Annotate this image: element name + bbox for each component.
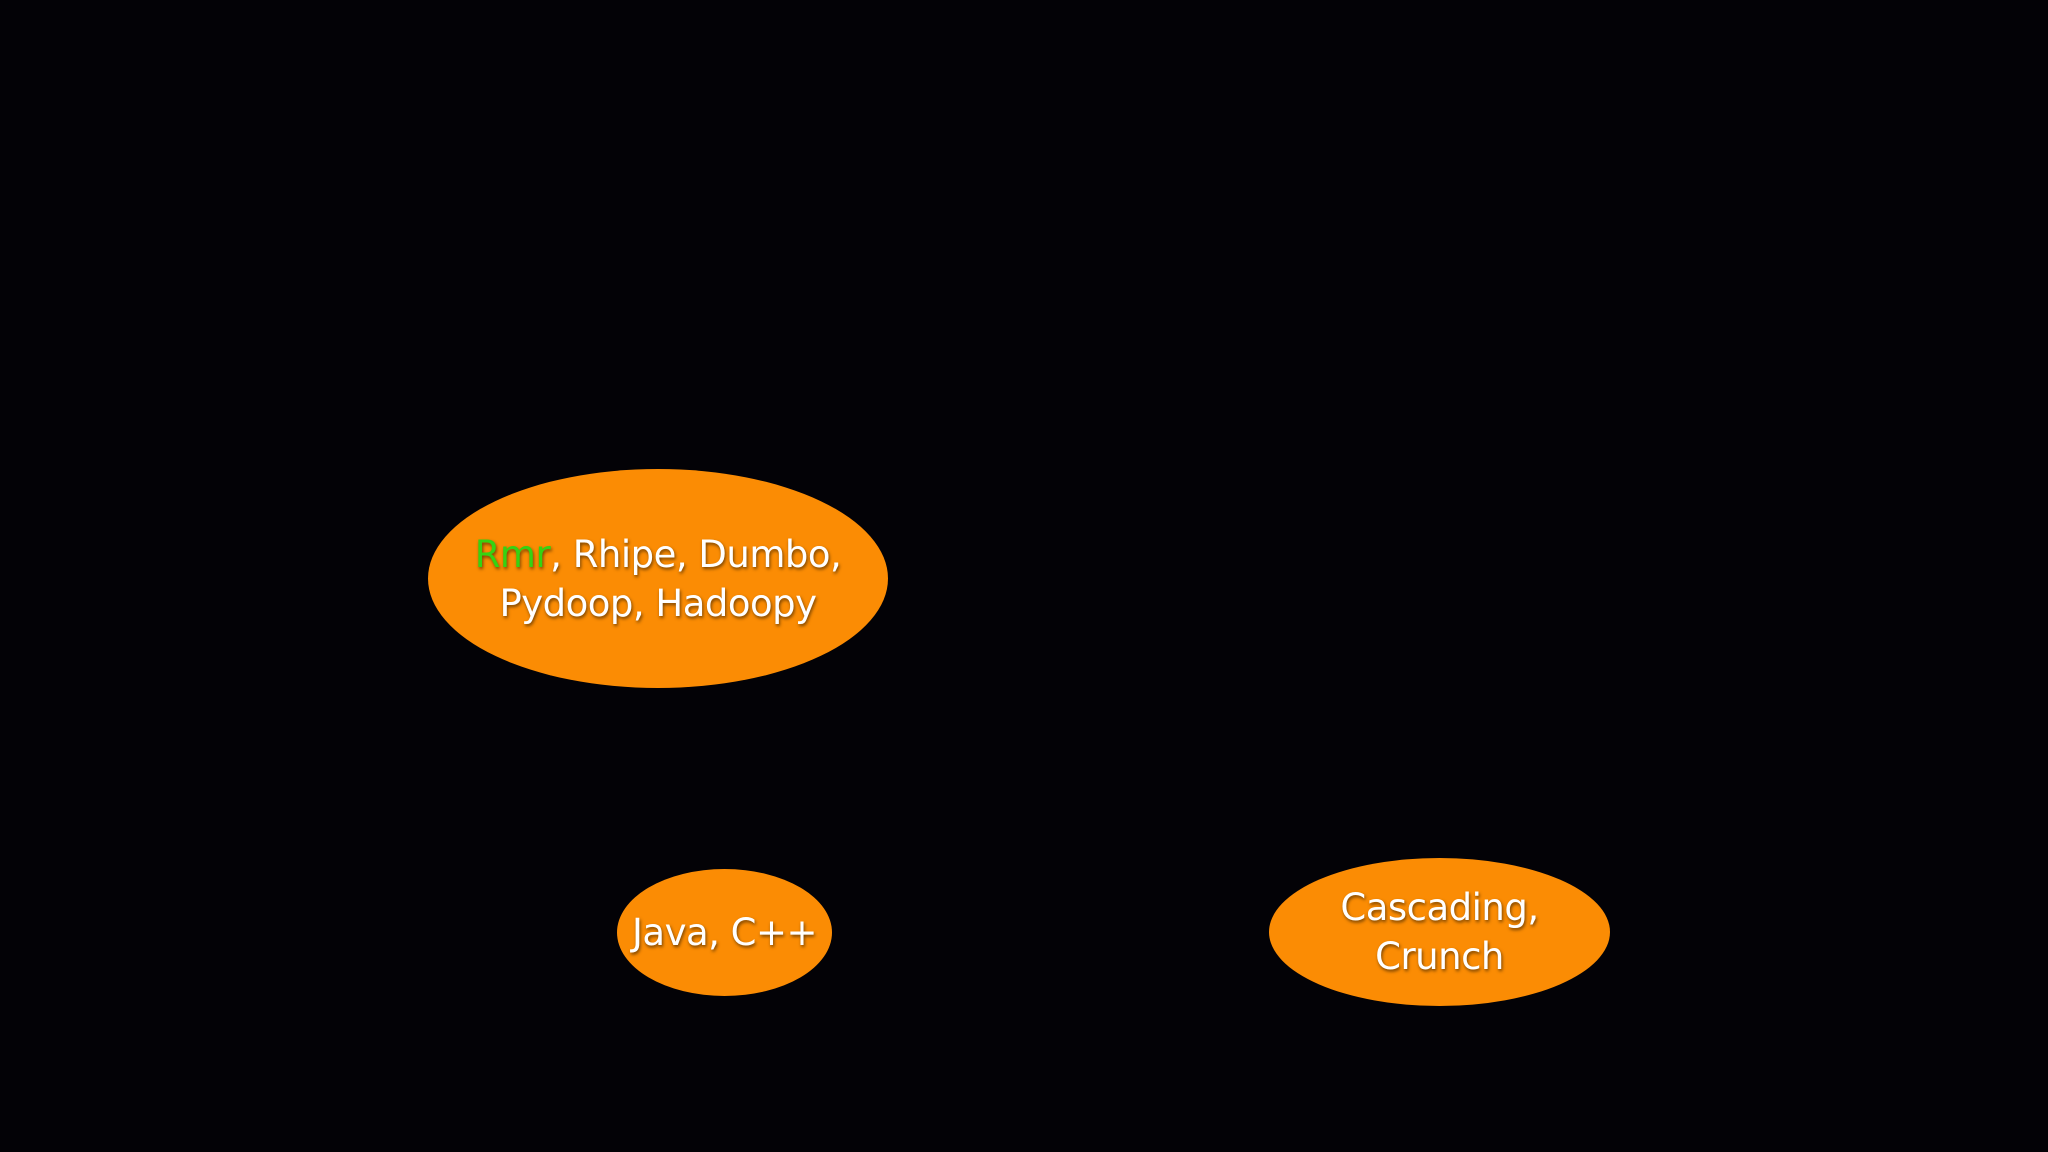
rmr-highlight: Rmr bbox=[474, 532, 551, 576]
node-r-tools-line-1-rest: , Rhipe, Dumbo, bbox=[550, 532, 842, 576]
node-cascading-crunch: Cascading, Crunch bbox=[1269, 858, 1610, 1006]
node-java-cpp-label: Java, C++ bbox=[631, 911, 818, 954]
node-r-tools: Rmr, Rhipe, Dumbo, Pydoop, Hadoopy bbox=[428, 469, 888, 688]
node-java-cpp: Java, C++ bbox=[617, 869, 832, 996]
node-cascading-line-2: Crunch bbox=[1375, 935, 1504, 978]
node-cascading-line-1: Cascading, bbox=[1340, 886, 1539, 929]
node-r-tools-line-1: Rmr, Rhipe, Dumbo, bbox=[475, 530, 842, 579]
node-r-tools-line-2: Pydoop, Hadoopy bbox=[499, 581, 817, 625]
